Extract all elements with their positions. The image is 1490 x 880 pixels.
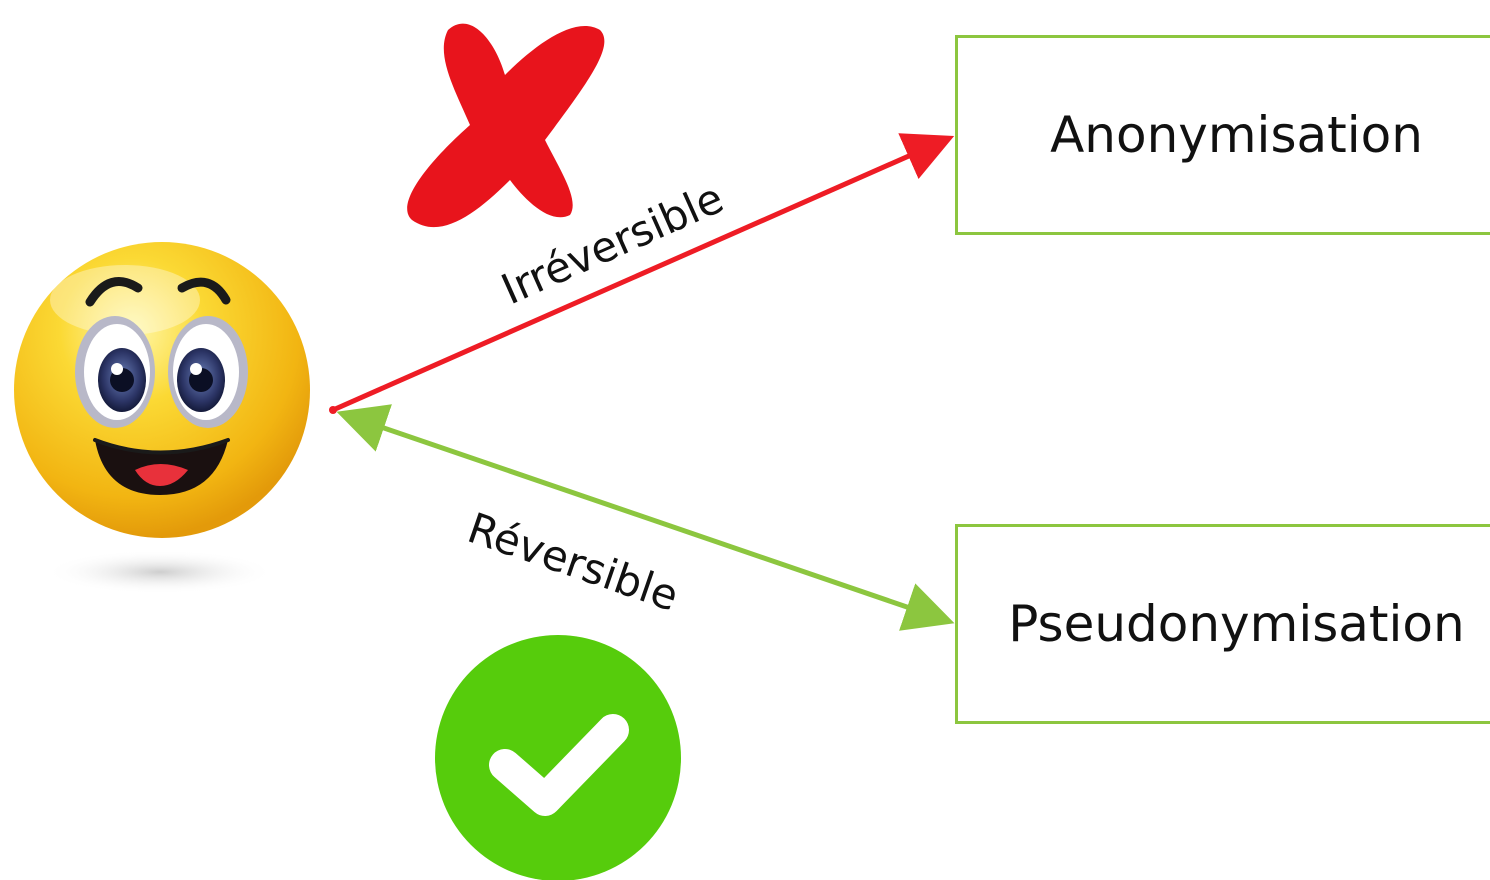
pseudonymisation-label: Pseudonymisation [1008, 595, 1465, 653]
reversible-arrow [336, 404, 955, 631]
irreversible-arrow [331, 133, 955, 413]
anonymisation-label: Anonymisation [1050, 106, 1423, 164]
green-check-icon [435, 635, 681, 880]
smiley-face-icon [14, 242, 310, 594]
pseudonymisation-box: Pseudonymisation [955, 524, 1490, 724]
anonymisation-box: Anonymisation [955, 35, 1490, 235]
red-cross-icon [407, 23, 605, 228]
